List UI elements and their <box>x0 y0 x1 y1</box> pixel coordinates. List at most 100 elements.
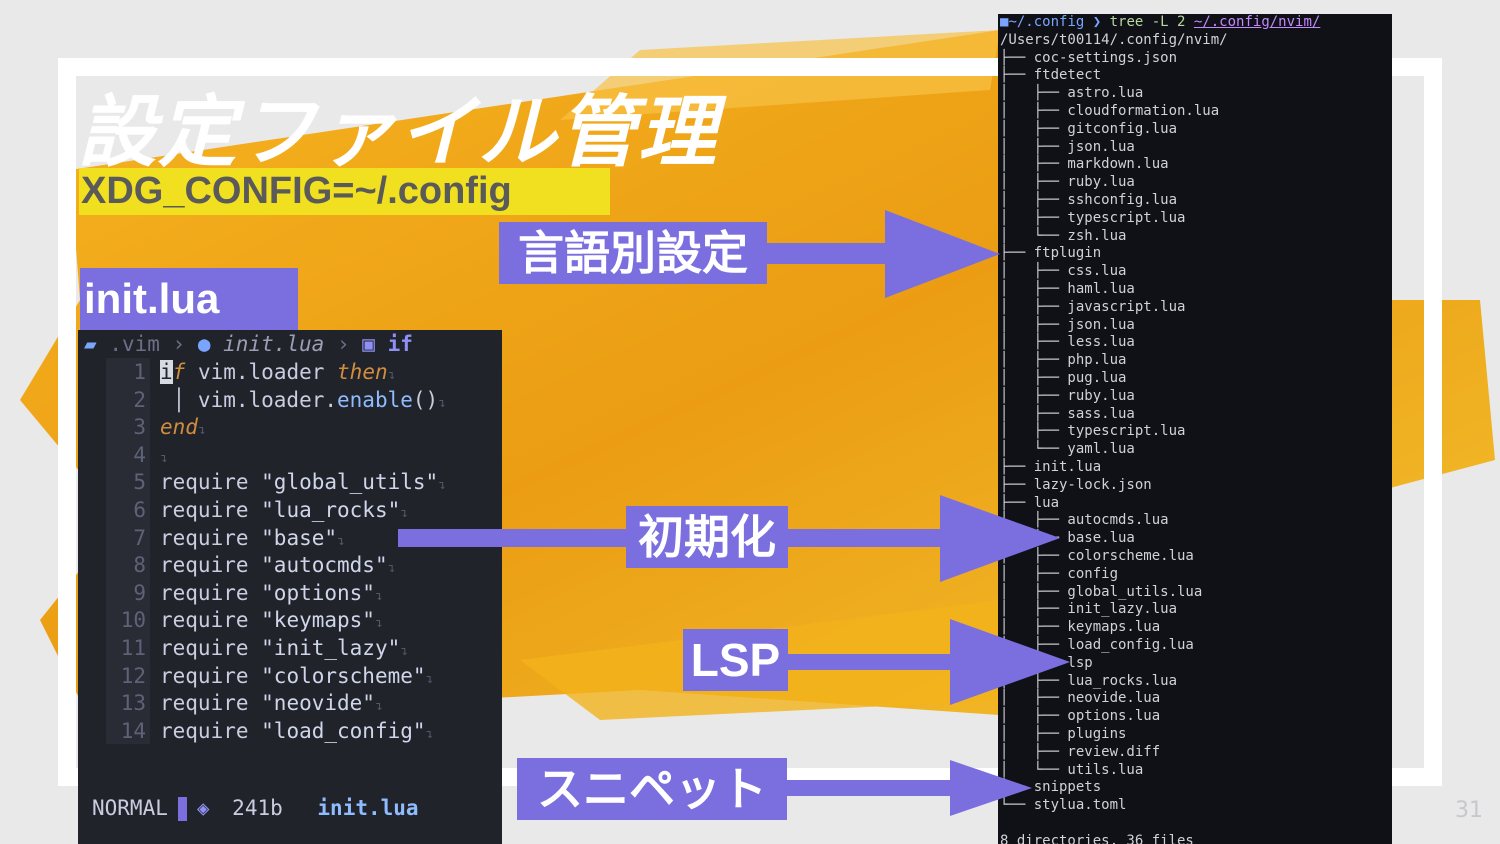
tree-entry: │ ├── sshconfig.lua <box>1000 192 1178 208</box>
line-number: 2 <box>133 387 146 412</box>
tree-entry: │ ├── plugins <box>1000 726 1127 742</box>
tree-entry: │ ├── json.lua <box>1000 316 1135 333</box>
breadcrumb-folder[interactable]: .vim <box>109 332 160 356</box>
tree-root: /Users/t00114/.config/nvim/ <box>1000 31 1228 48</box>
tree-summary: 8 directories, 36 files <box>1000 832 1194 844</box>
folder-icon: ▰ <box>84 332 97 356</box>
end-of-line-marker: ↴ <box>400 506 409 521</box>
breadcrumb: ▰ .vim › ● init.lua › ▣ if <box>84 332 413 356</box>
cube-icon: ▣ <box>362 332 375 356</box>
code-token: "colorscheme" <box>261 663 426 688</box>
line-number: 9 <box>133 580 146 605</box>
code-token: "neovide" <box>261 691 375 716</box>
cat-icon: ◈ <box>196 796 210 820</box>
code-token: require <box>160 470 262 495</box>
xdg-config-label: XDG_CONFIG=~/.config <box>79 168 610 215</box>
tree-entry: ├── lua <box>1000 494 1060 511</box>
mode-indicator: NORMAL <box>92 796 168 820</box>
code-token: "keymaps" <box>261 608 375 633</box>
tree-entry: │ ├── json.lua <box>1000 138 1135 155</box>
end-of-line-marker: ↴ <box>160 450 168 466</box>
breadcrumb-file[interactable]: init.lua <box>223 332 325 356</box>
terminal-prompt: ■~/.config ❯ tree -L 2 ~/.config/nvim/ <box>1000 14 1320 31</box>
tree-entry: │ ├── haml.lua <box>1000 281 1135 297</box>
code-token: end <box>160 415 198 440</box>
line-gutter <box>106 358 150 744</box>
end-of-line-marker: ↴ <box>438 478 446 494</box>
code-token: i <box>160 360 173 384</box>
tree-entry: │ ├── options.lua <box>1000 708 1161 725</box>
code-line[interactable]: 4↴ <box>106 441 496 469</box>
tree-entry: │ └── yaml.lua <box>1000 441 1135 458</box>
tree-entry: │ ├── typescript.lua <box>1000 209 1186 226</box>
code-token: "lua_rocks" <box>261 498 401 522</box>
slide-title: 設定ファイル管理 <box>78 88 719 178</box>
line-number: 11 <box>120 636 146 660</box>
command-argument[interactable]: ~/.config/nvim/ <box>1193 14 1321 30</box>
tree-entry: ├── coc-settings.json <box>1000 49 1178 66</box>
end-of-line-marker: ↴ <box>374 699 383 715</box>
tree-entry: ├── lazy-lock.json <box>1000 476 1152 493</box>
tree-entry: │ ├── gitconfig.lua <box>1000 120 1178 137</box>
code-token: vim.loader <box>185 360 338 384</box>
tree-entry: │ ├── php.lua <box>1000 352 1127 369</box>
arrow-snippets <box>785 760 1032 816</box>
tree-entry: │ ├── autocmds.lua <box>1000 512 1169 529</box>
end-of-line-marker: ↴ <box>425 726 434 742</box>
tree-entry: │ ├── review.diff <box>1000 743 1161 760</box>
end-of-line-marker: ↴ <box>400 644 409 659</box>
end-of-line-marker: ↴ <box>337 533 345 549</box>
code-token: require <box>160 663 262 688</box>
code-line[interactable]: 11 require "init_lazy"↴ <box>106 634 496 662</box>
code-token: "options" <box>261 580 375 605</box>
code-token: "init_lazy" <box>261 636 401 660</box>
line-number: 13 <box>120 691 146 716</box>
tree-entry: │ ├── javascript.lua <box>1000 298 1186 315</box>
init-lua-label: init.lua <box>80 268 298 330</box>
tree-entry: │ └── utils.lua <box>1000 761 1144 778</box>
code-token: require <box>160 525 262 550</box>
code-token: () <box>412 387 439 412</box>
code-token: require <box>160 718 262 743</box>
language-settings-callout: 言語別設定 <box>499 222 767 284</box>
line-number: 8 <box>133 553 146 578</box>
initialization-callout: 初期化 <box>626 506 788 568</box>
status-line: NORMAL ◈ 241b init.lua <box>92 796 419 821</box>
code-token: "global_utils" <box>261 470 439 495</box>
code-token: require <box>160 636 262 660</box>
end-of-line-marker: ↴ <box>438 395 446 411</box>
terminal-window: ■~/.config ❯ tree -L 2 ~/.config/nvim/ /… <box>998 14 1392 844</box>
end-of-line-marker: ↴ <box>374 588 383 604</box>
end-of-line-marker: ↴ <box>387 561 396 577</box>
status-filename: init.lua <box>317 796 419 820</box>
tree-entry: │ ├── global_utils.lua <box>1000 583 1203 600</box>
tree-entry: ├── ftdetect <box>1000 67 1102 84</box>
file-size: 241b <box>232 796 283 820</box>
breadcrumb-symbol[interactable]: if <box>387 332 413 356</box>
lsp-callout: LSP <box>683 629 788 691</box>
code-token: require <box>160 608 262 633</box>
tree-entry: │ ├── sass.lua <box>1000 405 1135 422</box>
tree-entry: │ ├── cloudformation.lua <box>1000 103 1220 119</box>
code-line[interactable]: 2 │ vim.loader.enable()↴ <box>106 386 496 414</box>
chevron-right-icon: › <box>336 332 363 356</box>
code-token: "autocmds" <box>261 553 388 578</box>
line-number: 4 <box>133 442 146 467</box>
page-number: 31 <box>1455 798 1483 823</box>
tree-entry: ├── init.lua <box>1000 459 1102 475</box>
end-of-line-marker: ↴ <box>387 368 396 383</box>
tree-entry: │ └── zsh.lua <box>1000 227 1127 244</box>
